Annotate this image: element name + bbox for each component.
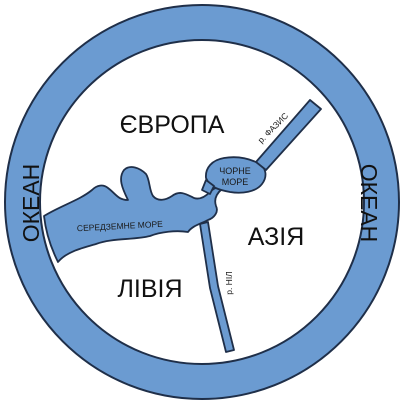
ocean-label-right: ОКЕАН xyxy=(356,164,382,243)
black-sea-label-line1: ЧОРНЕ xyxy=(219,166,251,176)
nile-label: р. НІЛ xyxy=(224,271,234,295)
black-sea-label-line2: МОРЕ xyxy=(222,177,249,187)
mediterranean-label: СЕРЕДЗЕМНЕ МОРЕ xyxy=(77,219,164,234)
asia-label: АЗІЯ xyxy=(248,223,305,251)
libya-label: ЛІВІЯ xyxy=(117,275,182,303)
black-sea xyxy=(205,156,267,194)
phasis-river xyxy=(255,99,322,171)
strait xyxy=(201,179,215,195)
europe-label: ЄВРОПА xyxy=(120,111,225,139)
mediterranean-sea xyxy=(43,166,223,263)
ocean-label-left: ОКЕАН xyxy=(18,164,44,243)
nile-river xyxy=(199,221,235,353)
waterways xyxy=(43,99,322,353)
